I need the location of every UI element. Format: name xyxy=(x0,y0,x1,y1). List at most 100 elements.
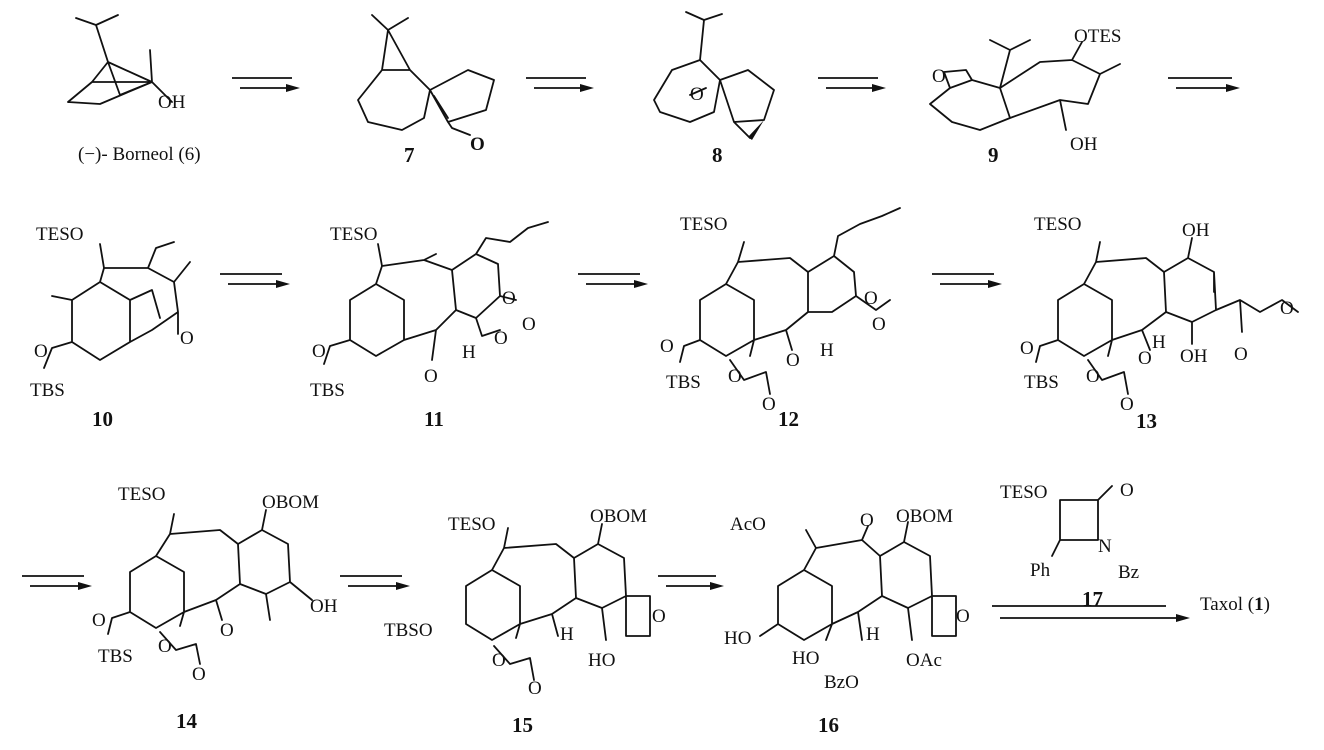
c12-carbonate-carbonyl-o-label: O xyxy=(762,394,776,415)
c8-epoxide-o-label: O xyxy=(690,84,704,105)
c16-oac-label: OAc xyxy=(906,650,942,671)
compound-6-borneol: OH (−)- Borneol (6) xyxy=(67,14,201,165)
c13-carbonate-o1-label: O xyxy=(1086,366,1100,387)
c14-carbonate-carbonyl-o-label: O xyxy=(192,664,206,685)
arrow-12-to-13 xyxy=(932,273,1002,288)
c13-ester-carbonyl-o-label: O xyxy=(1234,344,1248,365)
c9-otes-label: OTES xyxy=(1074,26,1122,47)
c16-ketone-o-label: O xyxy=(860,510,874,531)
c15-tbso-label: TBSO xyxy=(384,620,433,641)
c15-obom-label: OBOM xyxy=(590,506,647,527)
c16-h-label: H xyxy=(866,624,880,645)
c13-carbonate-carbonyl-o-label: O xyxy=(1120,394,1134,415)
arrow-11-to-12 xyxy=(578,273,648,288)
product-taxol: Taxol (1) xyxy=(1200,594,1270,615)
compound-11: TESO O O O O TBS H O 11 xyxy=(310,221,549,431)
c10-ether-o-label: O xyxy=(34,341,48,362)
compound-9: O OTES OH 9 xyxy=(929,26,1122,167)
c12-carbonate-o1-label: O xyxy=(728,366,742,387)
c13-ester-o-label: O xyxy=(1280,298,1294,319)
c15-number: 15 xyxy=(512,713,533,737)
c10-ketone-o-label: O xyxy=(180,328,194,349)
c13-tbs-label: TBS xyxy=(1024,372,1059,393)
compound-16: AcO O OBOM HO HO BzO H OAc O 16 xyxy=(724,506,970,737)
c13-h-label: H xyxy=(1152,332,1166,353)
c12-lactone-o-label: O xyxy=(864,288,878,309)
c14-carbonate-o2-label: O xyxy=(220,620,234,641)
c9-oh-label: OH xyxy=(1070,134,1098,155)
compound-8: O 8 xyxy=(653,11,775,167)
c13-ether-o-label: O xyxy=(1020,338,1034,359)
arrow-14-to-15 xyxy=(340,575,410,590)
c16-ho-c1-label: HO xyxy=(792,648,819,669)
c14-tbs-label: TBS xyxy=(98,646,133,667)
c17-ph-label: Ph xyxy=(1030,560,1051,581)
compound-7: O 7 xyxy=(357,14,495,167)
c17-bz-label: Bz xyxy=(1118,562,1139,583)
c13-number: 13 xyxy=(1136,409,1157,433)
taxol-label: Taxol (1) xyxy=(1200,594,1270,615)
c17-number: 17 xyxy=(1082,587,1103,611)
c13-carbonate-o2-label: O xyxy=(1138,348,1152,369)
c14-carbonate-o1-label: O xyxy=(158,636,172,657)
c15-ho-label: HO xyxy=(588,650,615,671)
c11-number: 11 xyxy=(424,407,444,431)
c16-bzo-label: BzO xyxy=(824,672,859,693)
c13-enol-oh-label: OH xyxy=(1180,346,1208,367)
c12-lactone-carbonyl-o-label: O xyxy=(872,314,886,335)
c11-teso-label: TESO xyxy=(330,224,378,245)
c12-carbonate-o2-label: O xyxy=(786,350,800,371)
arrow-15-to-16 xyxy=(658,575,724,590)
c11-ketone-o-label: O xyxy=(424,366,438,387)
compound-14: TESO OBOM O TBS O O O OH 14 xyxy=(92,484,338,733)
c13-teso-label: TESO xyxy=(1034,214,1082,235)
c7-number: 7 xyxy=(404,143,415,167)
arrow-10-to-11 xyxy=(220,273,290,288)
c16-number: 16 xyxy=(818,713,839,737)
arrow-13-to-14 xyxy=(22,575,92,590)
compound-12: TESO O O O TBS O O O H 12 xyxy=(660,207,901,431)
c15-teso-label: TESO xyxy=(448,514,496,535)
compound-13: TESO OH O O O TBS H OH O O O 13 xyxy=(1020,214,1299,433)
c10-number: 10 xyxy=(92,407,113,431)
c10-teso-label: TESO xyxy=(36,224,84,245)
c14-obom-label: OBOM xyxy=(262,492,319,513)
c14-ether-o-label: O xyxy=(92,610,106,631)
c16-obom-label: OBOM xyxy=(896,506,953,527)
c17-n-label: N xyxy=(1098,536,1112,557)
arrow-6-to-7 xyxy=(232,77,300,92)
c11-ring-o1-label: O xyxy=(502,288,516,309)
c12-teso-label: TESO xyxy=(680,214,728,235)
arrow-9-to-10 xyxy=(1168,77,1240,92)
c7-oxo-label: O xyxy=(470,134,485,155)
c16-ho-c13-label: HO xyxy=(724,628,751,649)
c10-tbs-label: TBS xyxy=(30,380,65,401)
compound-17: TESO O N Ph Bz 17 xyxy=(1000,480,1139,611)
c15-carbonate-carbonyl-o-label: O xyxy=(528,678,542,699)
c14-number: 14 xyxy=(176,709,198,733)
arrow-7-to-8 xyxy=(526,77,594,92)
c16-aco-label: AcO xyxy=(730,514,766,535)
c12-h-label: H xyxy=(820,340,834,361)
compound-10: TESO O O TBS 10 xyxy=(30,224,194,431)
taxol-close-paren: ) xyxy=(1264,594,1270,615)
c14-teso-label: TESO xyxy=(118,484,166,505)
c11-h-label: H xyxy=(462,342,476,363)
c9-number: 9 xyxy=(988,143,999,167)
c11-ring-o2-label: O xyxy=(494,328,508,349)
c15-oxetane-o-label: O xyxy=(652,606,666,627)
c12-ether-o-label: O xyxy=(660,336,674,357)
c17-carbonyl-o-label: O xyxy=(1120,480,1134,501)
borneol-name-label: (−)- Borneol (6) xyxy=(78,144,201,165)
taxol-name: Taxol ( xyxy=(1200,594,1254,615)
c8-number: 8 xyxy=(712,143,723,167)
compound-15: TESO OBOM TBSO O H O O HO 15 xyxy=(384,506,666,737)
taxol-number: 1 xyxy=(1254,594,1264,615)
c12-number: 12 xyxy=(778,407,799,431)
c17-teso-label: TESO xyxy=(1000,482,1048,503)
borneol-oh-label: OH xyxy=(158,92,186,113)
c15-h-label: H xyxy=(560,624,574,645)
arrow-8-to-9 xyxy=(818,77,886,92)
c11-carbonyl-o-label: O xyxy=(522,314,536,335)
